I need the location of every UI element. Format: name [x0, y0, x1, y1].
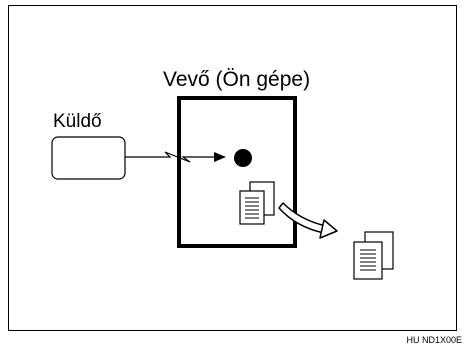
outer-frame	[8, 5, 457, 331]
sender-machine	[51, 136, 126, 180]
printed-documents-icon	[353, 231, 394, 280]
sender-label: Küldő	[53, 111, 102, 132]
received-document-dot	[234, 149, 252, 167]
output-curved-arrow	[278, 202, 338, 239]
transmission-line	[125, 151, 222, 163]
transmission-arrowhead	[214, 152, 226, 162]
receiver-machine	[177, 96, 297, 248]
receiver-label: Vevő (Ön gépe)	[163, 68, 310, 91]
document-stack-icon	[239, 181, 275, 225]
figure-code: HU ND1X00E	[406, 335, 462, 345]
